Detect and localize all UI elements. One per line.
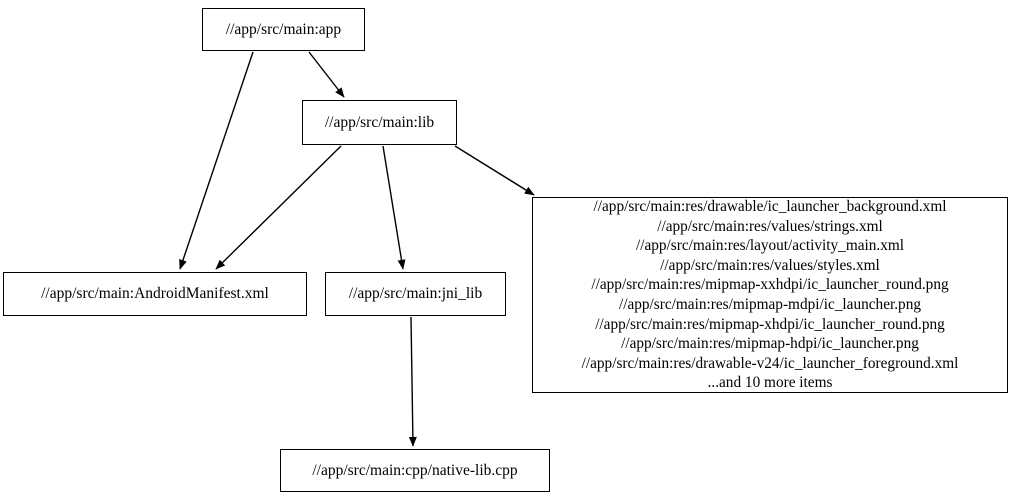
node-android-manifest-label: //app/src/main:AndroidManifest.xml (41, 285, 269, 303)
edge-app-to-manifest (179, 51, 254, 270)
node-lib-label: //app/src/main:lib (324, 113, 435, 131)
edge-lib-to-resources (454, 145, 535, 196)
edge-lib-to-jni-lib (382, 145, 406, 270)
node-app[interactable]: //app/src/main:app (202, 8, 365, 51)
node-resources-collapsed[interactable]: //app/src/main:res/drawable/ic_launcher_… (532, 197, 1008, 393)
node-native-lib-cpp-label: //app/src/main:cpp/native-lib.cpp (312, 461, 518, 479)
node-jni-lib[interactable]: //app/src/main:jni_lib (325, 272, 506, 316)
node-android-manifest[interactable]: //app/src/main:AndroidManifest.xml (3, 272, 307, 316)
node-app-label: //app/src/main:app (225, 20, 342, 38)
edge-app-to-lib (308, 51, 345, 98)
node-jni-lib-label: //app/src/main:jni_lib (348, 285, 483, 303)
edge-jni-lib-to-native-lib (408, 316, 417, 447)
node-lib[interactable]: //app/src/main:lib (302, 100, 457, 145)
node-native-lib-cpp[interactable]: //app/src/main:cpp/native-lib.cpp (280, 449, 550, 492)
node-resources-collapsed-label: //app/src/main:res/drawable/ic_launcher_… (581, 198, 959, 392)
edge-lib-to-manifest (215, 145, 342, 270)
